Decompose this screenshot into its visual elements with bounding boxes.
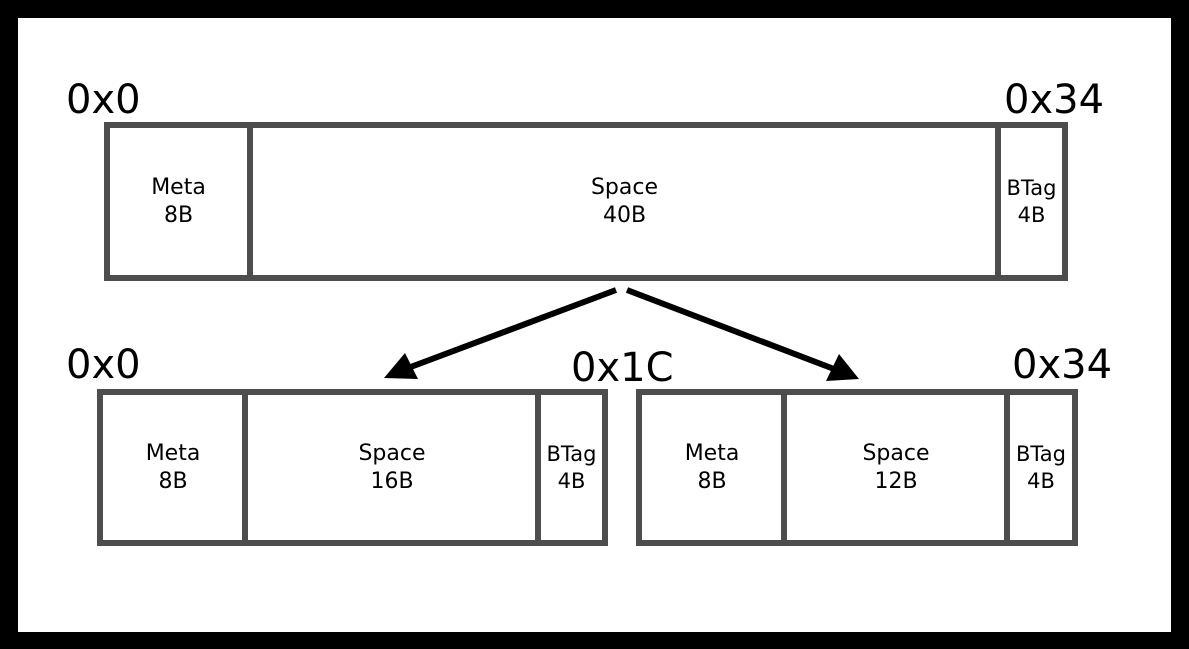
left-btag-block: BTag 4B (535, 389, 608, 546)
left-space-size: 16B (370, 468, 414, 494)
left-split-arrow-line (406, 287, 618, 371)
right-space-label: Space (862, 441, 930, 466)
left-btag-size: 4B (557, 468, 586, 493)
right-meta-block: Meta 8B (636, 389, 788, 546)
top-end-address: 0x34 (1004, 77, 1105, 123)
top-start-address: 0x0 (66, 77, 141, 123)
left-meta-size: 8B (158, 468, 188, 494)
top-btag-label: BTag (1006, 176, 1057, 201)
top-meta-label: Meta (151, 175, 206, 200)
left-end-address: 0x1C (571, 345, 674, 391)
top-meta-size: 8B (163, 202, 194, 228)
right-btag-block: BTag 4B (1004, 389, 1078, 546)
top-btag-size: 4B (1017, 202, 1046, 227)
left-split-arrowhead (384, 353, 418, 379)
left-meta-label: Meta (145, 441, 201, 466)
left-btag-label: BTag (546, 442, 597, 467)
left-space-block: Space 16B (242, 389, 542, 546)
right-split-arrow-line (625, 287, 836, 372)
right-meta-label: Meta (684, 441, 740, 466)
right-space-size: 12B (874, 468, 918, 494)
right-split-arrowhead (826, 354, 859, 381)
right-btag-size: 4B (1027, 468, 1055, 493)
right-btag-label: BTag (1016, 442, 1066, 467)
top-btag-block: BTag 4B (995, 122, 1068, 281)
right-end-address: 0x34 (1012, 342, 1113, 388)
left-space-label: Space (358, 441, 426, 466)
top-space-size: 40B (602, 202, 647, 228)
left-meta-block: Meta 8B (97, 389, 249, 546)
top-space-label: Space (590, 175, 659, 200)
right-space-block: Space 12B (781, 389, 1011, 546)
left-start-address: 0x0 (66, 342, 141, 388)
right-meta-size: 8B (697, 468, 727, 494)
